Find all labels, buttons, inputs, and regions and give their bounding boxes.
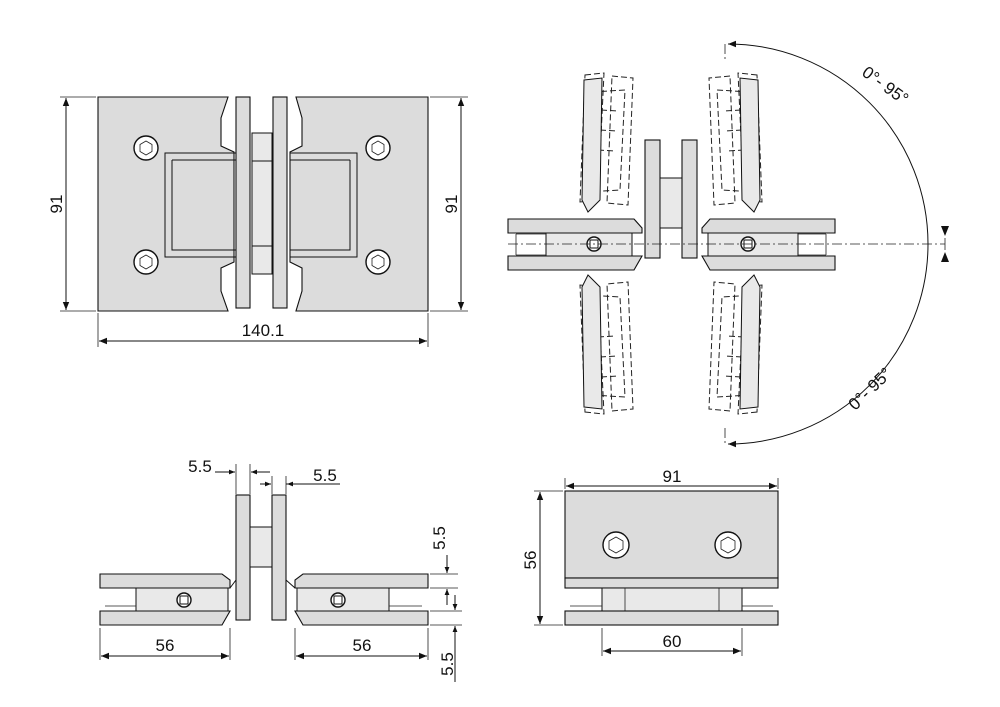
gap-top-label: 5.5: [430, 526, 449, 550]
height-left-label: 91: [47, 195, 66, 214]
left-pocket: [164, 152, 237, 258]
width-label: 140.1: [242, 321, 285, 340]
clamp-core: [601, 587, 743, 612]
swing-view: 0°- 95° 0°- 95°: [507, 40, 949, 448]
clamp-lip-top: [564, 577, 779, 589]
clamp-view: 91 56 60: [521, 467, 779, 656]
pin-top: [251, 132, 273, 162]
right-clamp-top: [701, 218, 836, 234]
side-right-clamp-bottom: [294, 610, 429, 626]
side-left-upright: [235, 494, 251, 621]
screw-icon: [365, 135, 391, 161]
left-clamp-bottom: [507, 255, 643, 271]
screw-icon: [133, 135, 159, 161]
swing-arc: [727, 40, 929, 448]
angle-top-label: 0°- 95°: [858, 62, 912, 108]
side-view: 5.5 5.5 56 56 5.5 5.5: [99, 457, 462, 682]
front-view: 91 91 140.1: [47, 96, 468, 347]
right-swung-bottom: [739, 274, 761, 410]
left-clamp-top: [507, 218, 643, 234]
right-leaf: [289, 96, 429, 312]
ball-icon: [330, 592, 346, 608]
screw-icon: [714, 531, 742, 559]
left-upright: [644, 139, 661, 259]
plate-right-label: 5.5: [313, 466, 337, 485]
length-left-label: 56: [156, 636, 175, 655]
left-swung-top: [581, 77, 603, 213]
right-upright: [681, 139, 698, 259]
left-swung-bottom: [581, 274, 603, 410]
side-right-clamp-top: [294, 573, 429, 589]
left-leaf: [97, 96, 235, 312]
screw-icon: [365, 249, 391, 275]
screw-icon: [133, 249, 159, 275]
left-flange: [235, 96, 251, 309]
side-left-clamp-bottom: [99, 610, 231, 626]
height-right-label: 91: [442, 195, 461, 214]
side-right-upright: [271, 494, 287, 621]
gap-bottom-label: 5.5: [438, 652, 457, 676]
plate-left-label: 5.5: [188, 457, 212, 476]
pin-bottom: [251, 245, 273, 275]
clamp-lip-bottom: [564, 610, 779, 626]
pin-body: [251, 160, 273, 247]
ball-icon: [176, 592, 192, 608]
right-flange: [272, 96, 288, 309]
screw-icon: [602, 531, 630, 559]
clamp-width-label: 91: [663, 467, 682, 486]
right-pocket: [289, 152, 358, 258]
right-clamp-bottom: [701, 255, 836, 271]
clamp-height-label: 56: [521, 551, 540, 570]
side-left-clamp-top: [99, 573, 231, 589]
angle-bottom-label: 0°- 95°: [845, 364, 896, 414]
center-pin: [659, 177, 683, 229]
right-swung-top: [739, 77, 761, 213]
clamp-inner-label: 60: [663, 632, 682, 651]
side-pin: [249, 526, 273, 568]
length-right-label: 56: [353, 636, 372, 655]
clamp-body: [564, 490, 779, 579]
